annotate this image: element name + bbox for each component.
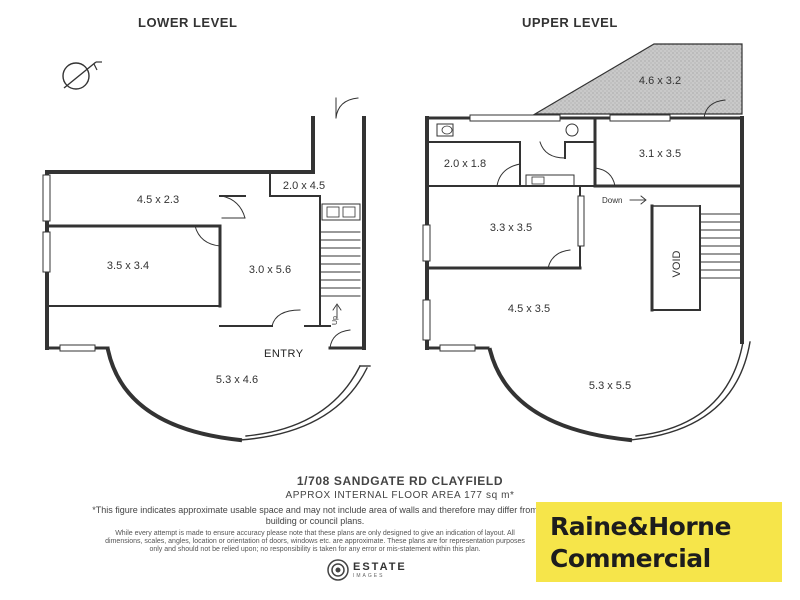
entry-label: ENTRY — [264, 348, 304, 360]
area-disclaimer: *This figure indicates approximate usabl… — [92, 505, 538, 526]
lower-level-title: LOWER LEVEL — [138, 15, 238, 30]
upper-room-4-6x3-2: 4.6 x 3.2 — [639, 75, 681, 87]
floor-area: APPROX INTERNAL FLOOR AREA 177 sq m* — [285, 490, 515, 501]
upper-level-title: UPPER LEVEL — [522, 15, 618, 30]
lower-room-5-3x4-6: 5.3 x 4.6 — [216, 374, 258, 386]
lower-room-3-5x3-4: 3.5 x 3.4 — [107, 260, 149, 272]
plan-disclaimer: While every attempt is made to ensure ac… — [105, 530, 525, 553]
lower-room-3-0x5-6: 3.0 x 5.6 — [249, 264, 291, 276]
lower-room-4-5x2-3: 4.5 x 2.3 — [137, 194, 179, 206]
agency-logo: Raine&Horne Commercial — [536, 502, 782, 582]
compass-icon — [62, 61, 102, 90]
estate-logo-sub: IMAGES — [353, 572, 385, 579]
upper-room-5-3x5-5: 5.3 x 5.5 — [589, 380, 631, 392]
upper-room-4-5x3-5: 4.5 x 3.5 — [508, 303, 550, 315]
estate-logo-word: ESTATE — [353, 560, 407, 573]
agency-logo-line2: Commercial — [550, 544, 711, 573]
estate-images-logo-icon — [327, 559, 349, 581]
upper-room-3-3x3-5: 3.3 x 3.5 — [490, 222, 532, 234]
lower-room-2-0x4-5: 2.0 x 4.5 — [283, 180, 325, 192]
floor-plan: 4.5 x 2.3 2.0 x 4.5 3.5 x 3.4 3.0 x 5.6 … — [42, 43, 751, 443]
upper-room-2-0x1-8: 2.0 x 1.8 — [444, 158, 486, 170]
property-address: 1/708 SANDGATE RD CLAYFIELD — [296, 474, 504, 488]
agency-logo-line1: Raine&Horne — [550, 512, 731, 541]
stair-up-label: Up — [332, 316, 339, 325]
void-label: VOID — [671, 251, 683, 278]
estate-images-logo: ESTATE IMAGES — [327, 559, 407, 581]
stair-down-label: Down — [602, 196, 622, 205]
lower-level-plan — [42, 97, 371, 443]
upper-room-3-1x3-5: 3.1 x 3.5 — [639, 148, 681, 160]
upper-level-plan — [422, 43, 751, 443]
